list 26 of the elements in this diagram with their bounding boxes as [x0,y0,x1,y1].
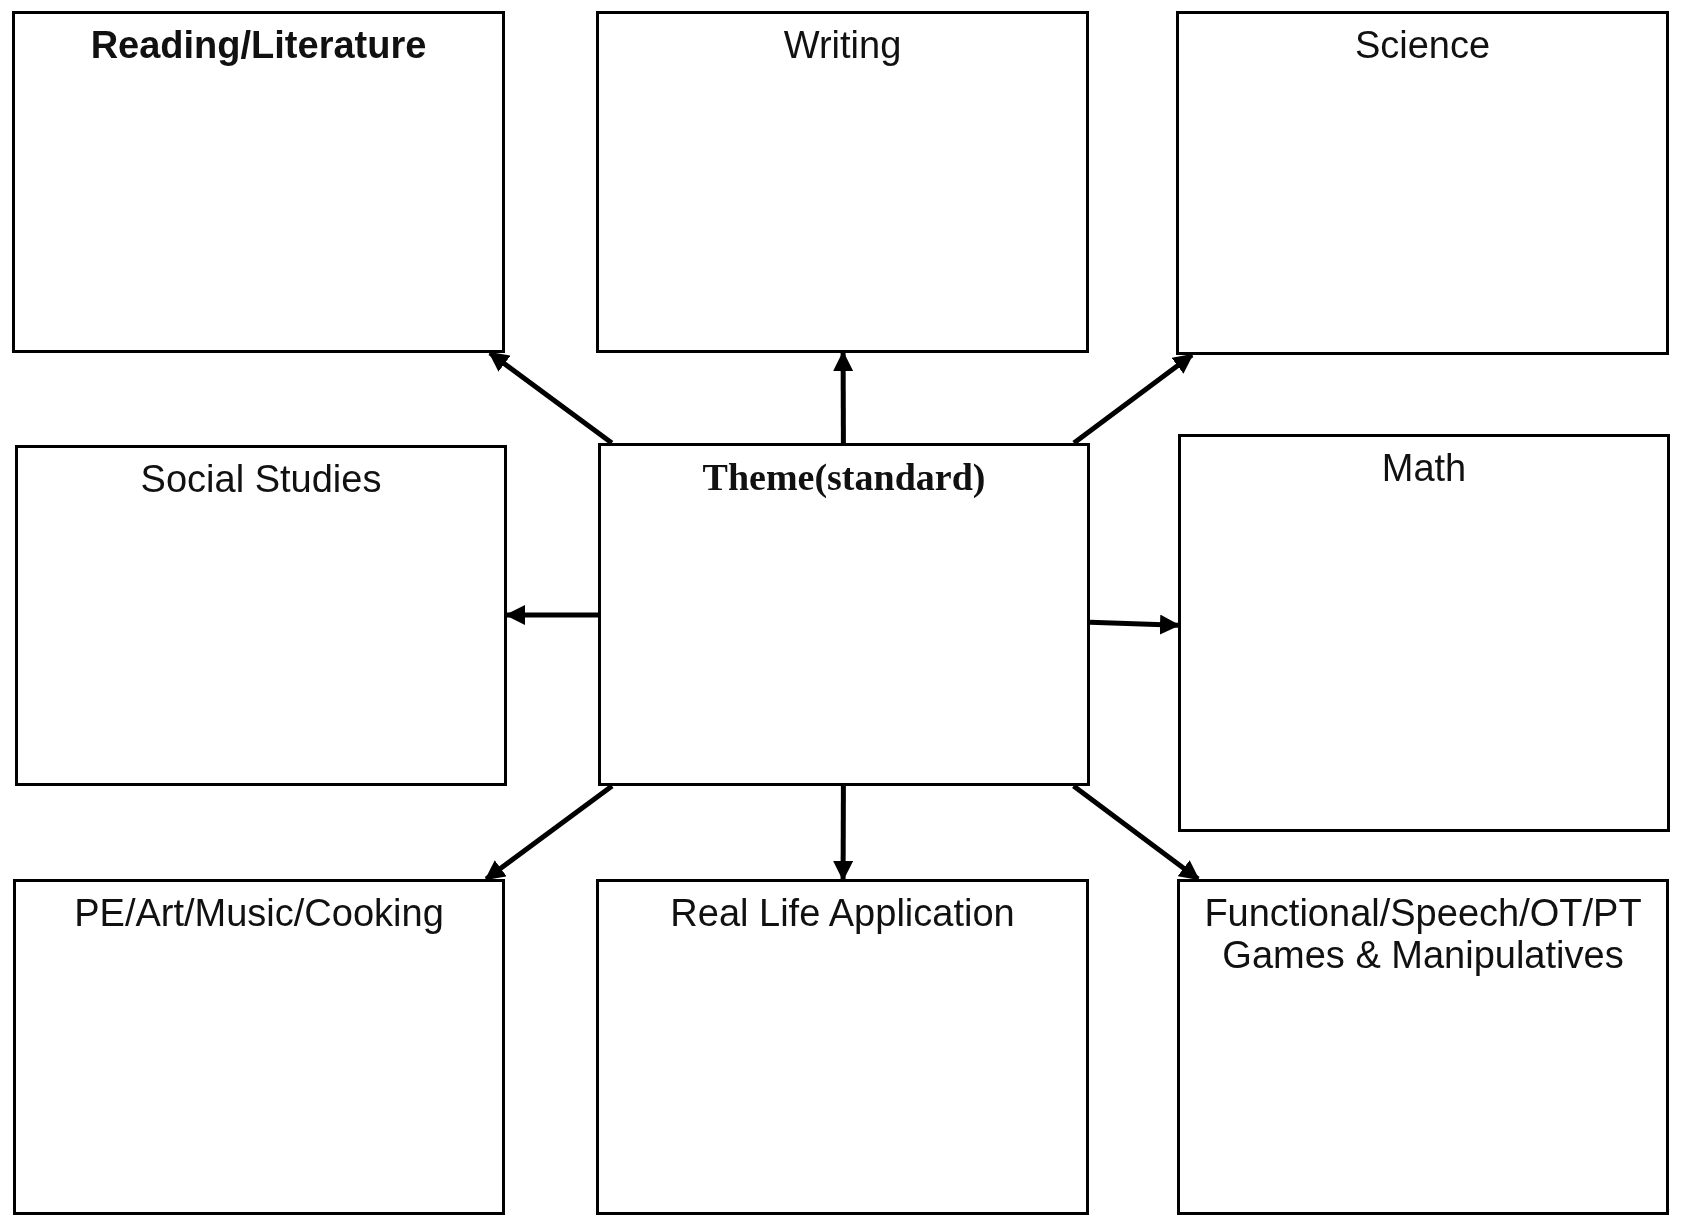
box-title: Theme(standard) [701,456,987,498]
arrow [1089,614,1180,635]
box-title: Science [1353,24,1492,66]
box-title: Real Life Application [669,892,1016,934]
subject-box [596,11,1089,353]
box-title: Functional/Speech/OT/PT Games & Manipulatives [1203,892,1643,976]
subject-box [1177,879,1669,1215]
arrow [484,784,614,881]
box-title: Writing [782,24,903,66]
subject-box [12,11,505,353]
box-title: Social Studies [139,458,383,500]
subject-box [1178,434,1670,832]
subject-box [1176,11,1669,355]
arrow [1072,353,1194,445]
box-title: PE/Art/Music/Cooking [73,892,445,934]
subject-box [15,445,507,786]
box-title: Math [1380,447,1468,489]
subject-box [13,879,505,1215]
arrow [505,605,598,626]
arrow [488,351,614,445]
arrow [1072,784,1200,881]
box-title: Reading/Literature [89,24,428,66]
arrow [833,786,854,881]
arrow [833,351,854,443]
subject-box [596,879,1089,1215]
theme-box [598,443,1090,786]
